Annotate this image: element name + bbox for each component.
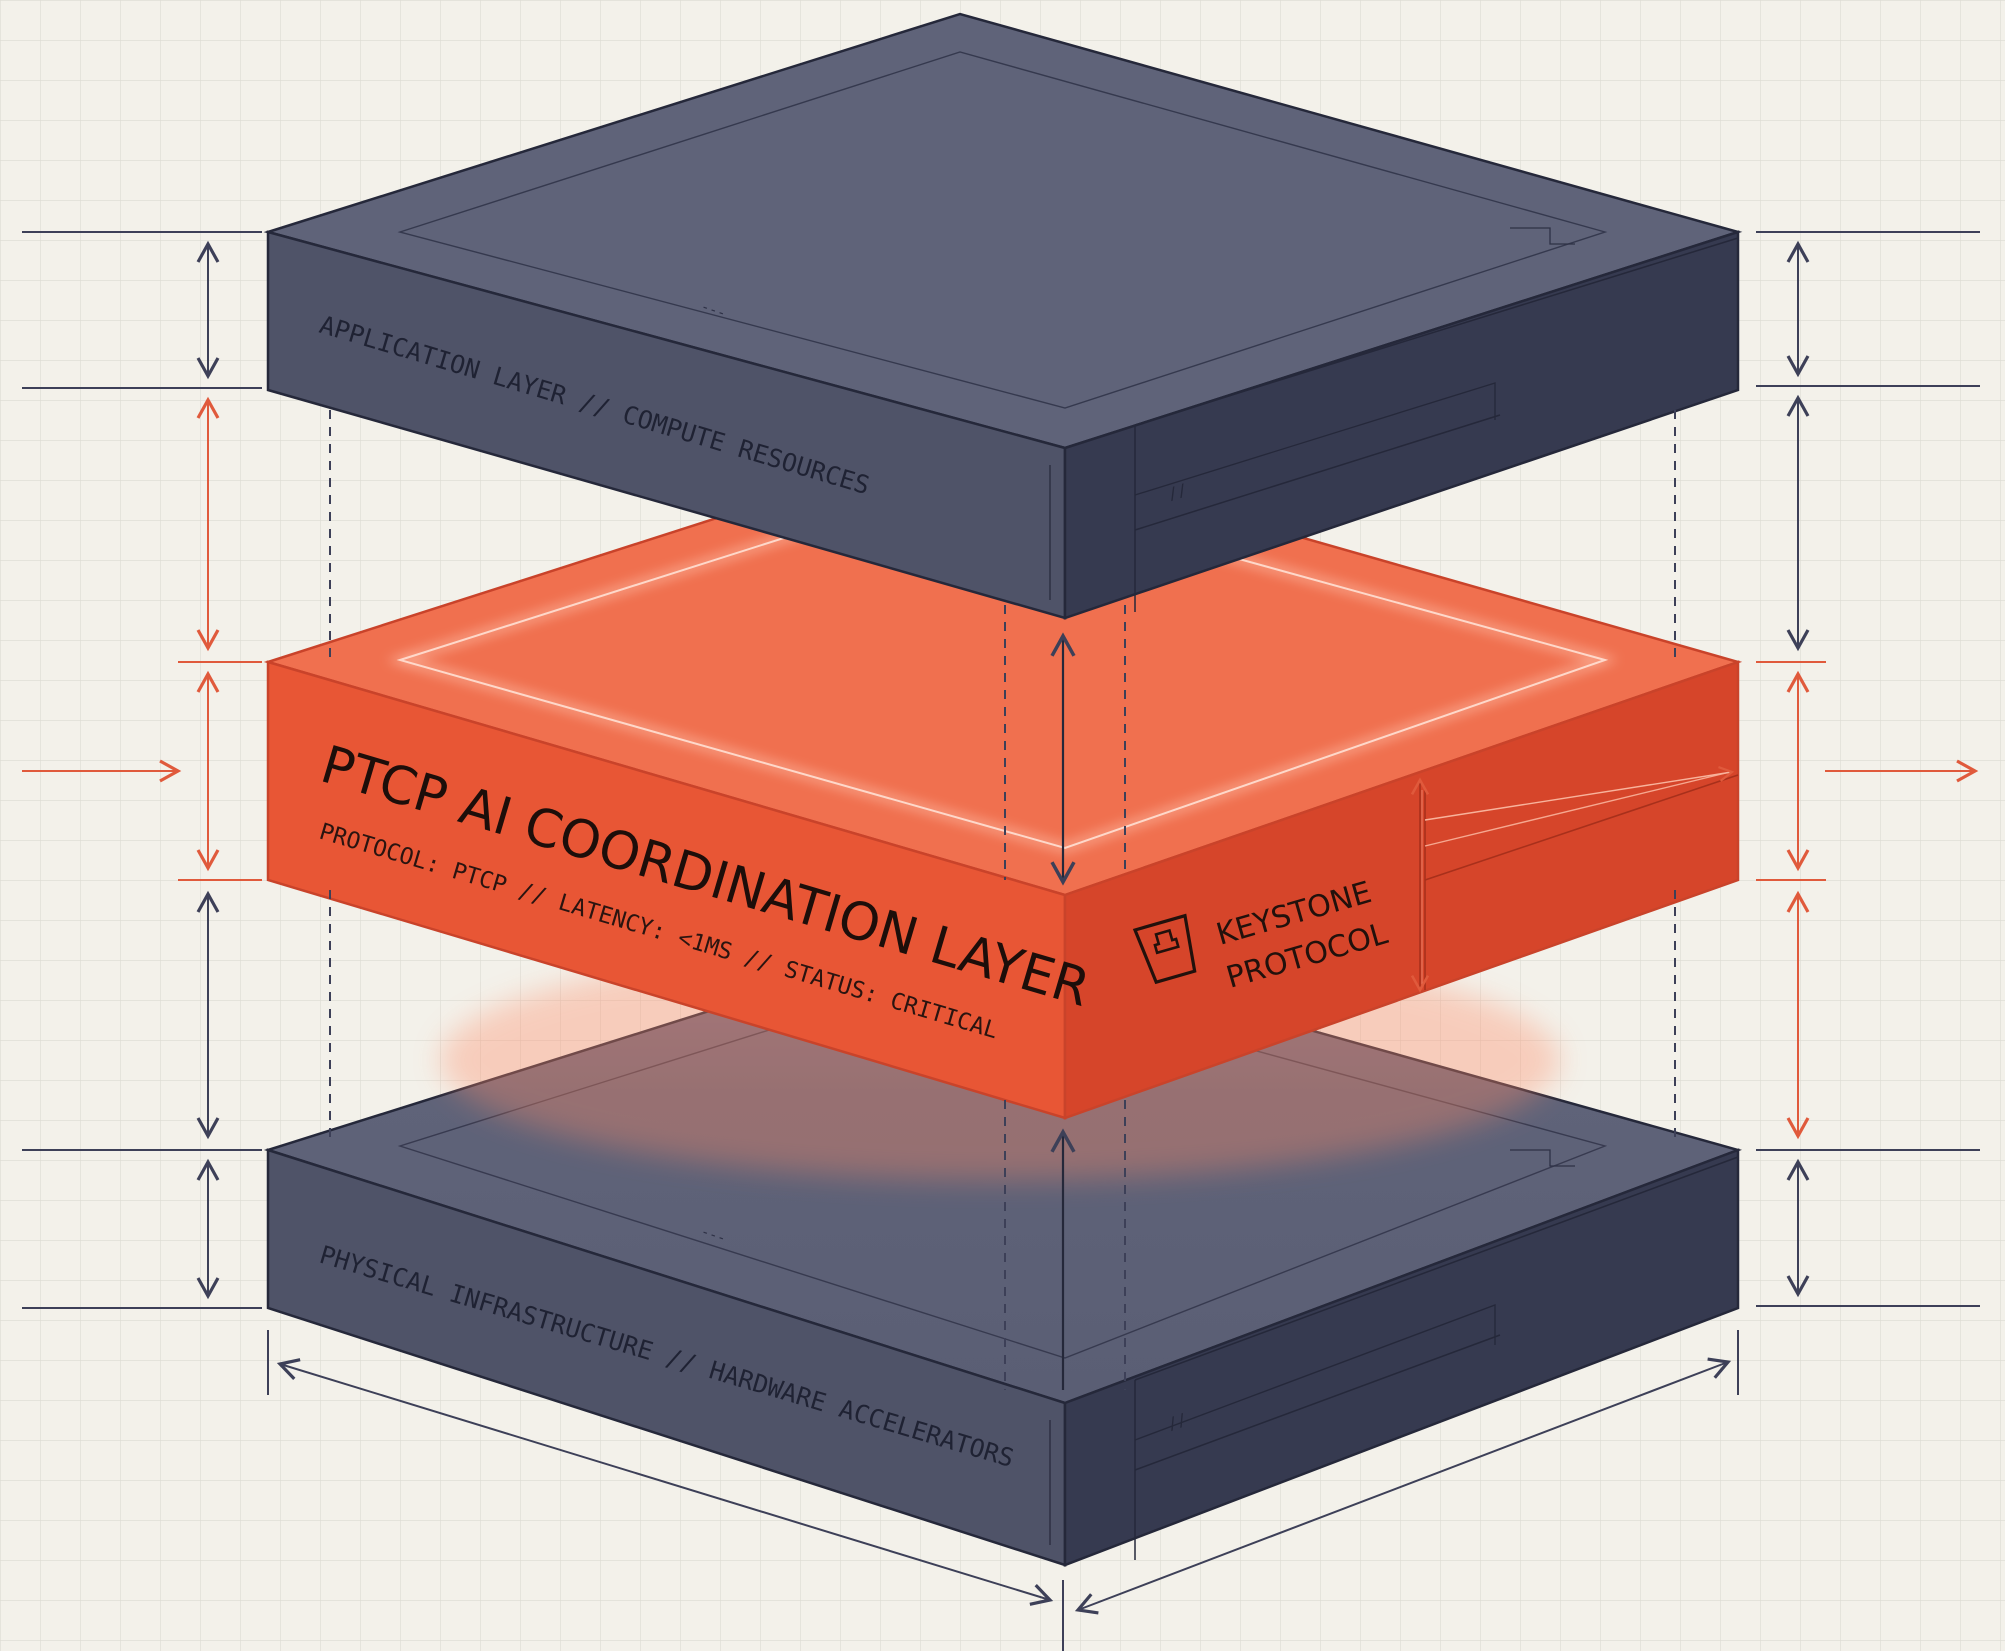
top-slab-front-face [1063,230,1740,620]
base-dimensions [267,1330,1739,1651]
projection-guides [329,410,1676,1390]
right-dimensions [1756,231,1980,1307]
svg-text:---: --- [699,1224,728,1247]
left-dimensions [22,231,262,1309]
keystone-icon [1132,913,1197,985]
center-dimensions [1050,632,1735,1390]
svg-text:---: --- [699,299,728,322]
middle-slab-front-face [1063,660,1740,1120]
middle-slab [263,438,1743,1120]
top-slab: // --- [263,12,1743,620]
